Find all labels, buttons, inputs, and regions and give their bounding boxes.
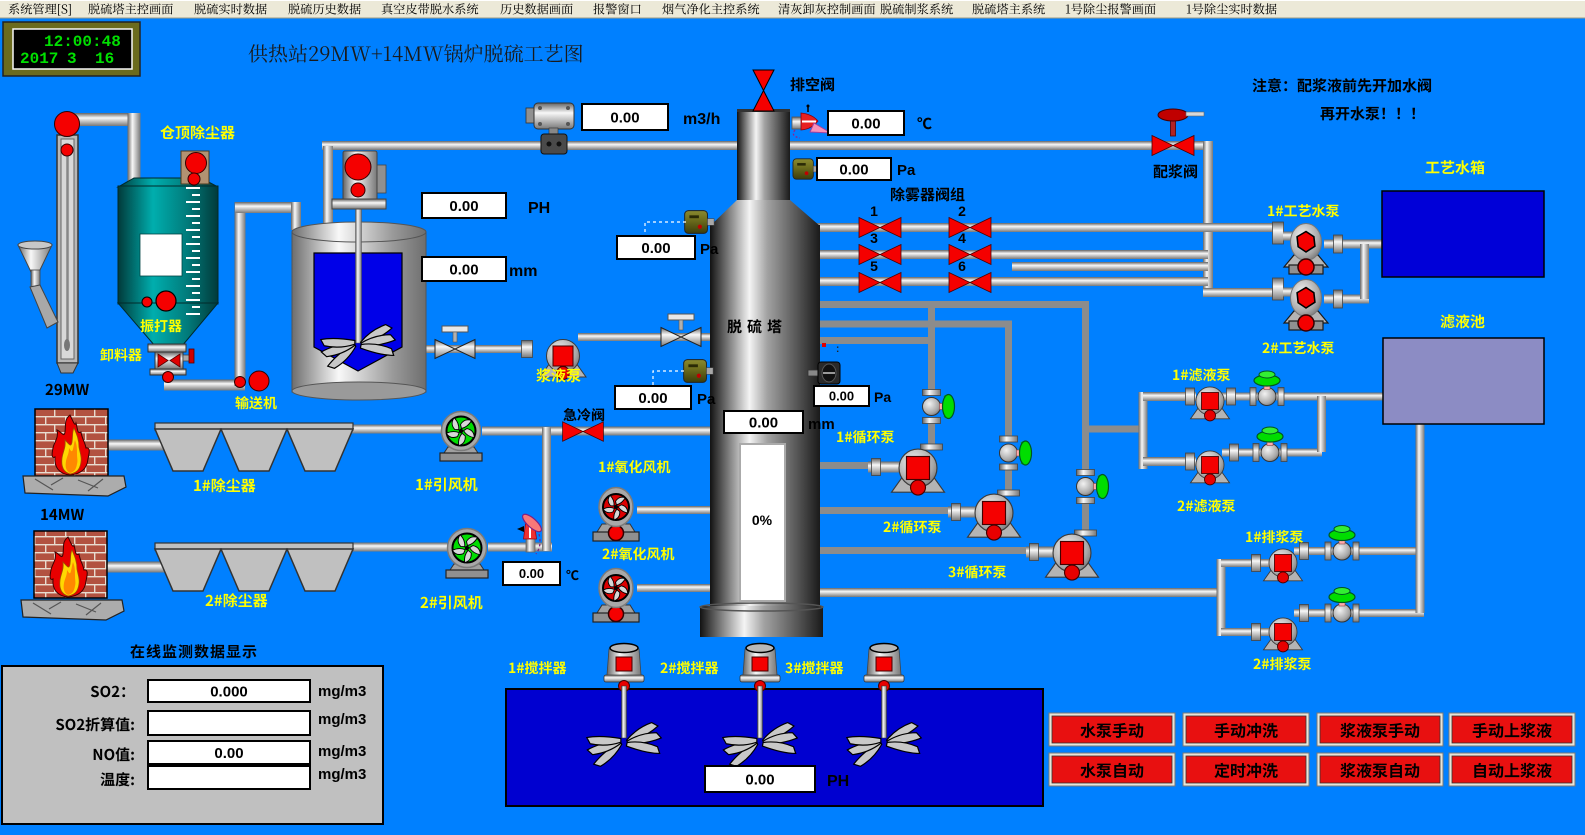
svg-text:mg/m3: mg/m3 [318, 711, 366, 728]
svg-text:mg/m3: mg/m3 [318, 683, 366, 700]
svg-text:0.000: 0.000 [210, 683, 248, 700]
svg-text:3: 3 [67, 50, 77, 68]
svg-text:3: 3 [870, 230, 878, 246]
svg-text:PH: PH [827, 773, 849, 790]
svg-text:0.00: 0.00 [214, 745, 243, 762]
svg-text:12:00:48: 12:00:48 [44, 33, 121, 51]
svg-text:0.00: 0.00 [745, 771, 774, 788]
svg-text:PH: PH [528, 200, 550, 217]
svg-text:mm: mm [509, 263, 537, 280]
svg-text:0.00: 0.00 [519, 566, 544, 581]
svg-text:0.00: 0.00 [641, 240, 670, 257]
svg-text::: : [836, 344, 839, 355]
svg-text:0.00: 0.00 [851, 115, 880, 132]
svg-text:mg/m3: mg/m3 [318, 743, 366, 760]
svg-text:m3/h: m3/h [683, 111, 720, 128]
svg-text:5: 5 [870, 258, 878, 274]
svg-text:Pa: Pa [897, 162, 916, 179]
svg-text:0.00: 0.00 [449, 198, 478, 215]
svg-text:0%: 0% [752, 512, 773, 528]
svg-text:4: 4 [958, 230, 966, 246]
svg-text:2017: 2017 [20, 50, 58, 68]
svg-text:0.00: 0.00 [638, 390, 667, 407]
svg-text:1: 1 [870, 203, 878, 219]
svg-text:Pa: Pa [874, 389, 891, 405]
svg-text:0.00: 0.00 [839, 161, 868, 178]
svg-text:2: 2 [958, 203, 966, 219]
svg-text:6: 6 [958, 258, 966, 274]
svg-text:0.00: 0.00 [449, 261, 478, 278]
svg-text:0.00: 0.00 [829, 389, 854, 404]
svg-text:mm: mm [808, 416, 835, 433]
svg-text:0.00: 0.00 [610, 109, 639, 126]
svg-text:0.00: 0.00 [749, 414, 778, 431]
svg-text:mg/m3: mg/m3 [318, 766, 366, 783]
svg-text:Pa: Pa [697, 391, 716, 408]
svg-text:Pa: Pa [700, 241, 719, 258]
svg-text:16: 16 [95, 50, 114, 68]
